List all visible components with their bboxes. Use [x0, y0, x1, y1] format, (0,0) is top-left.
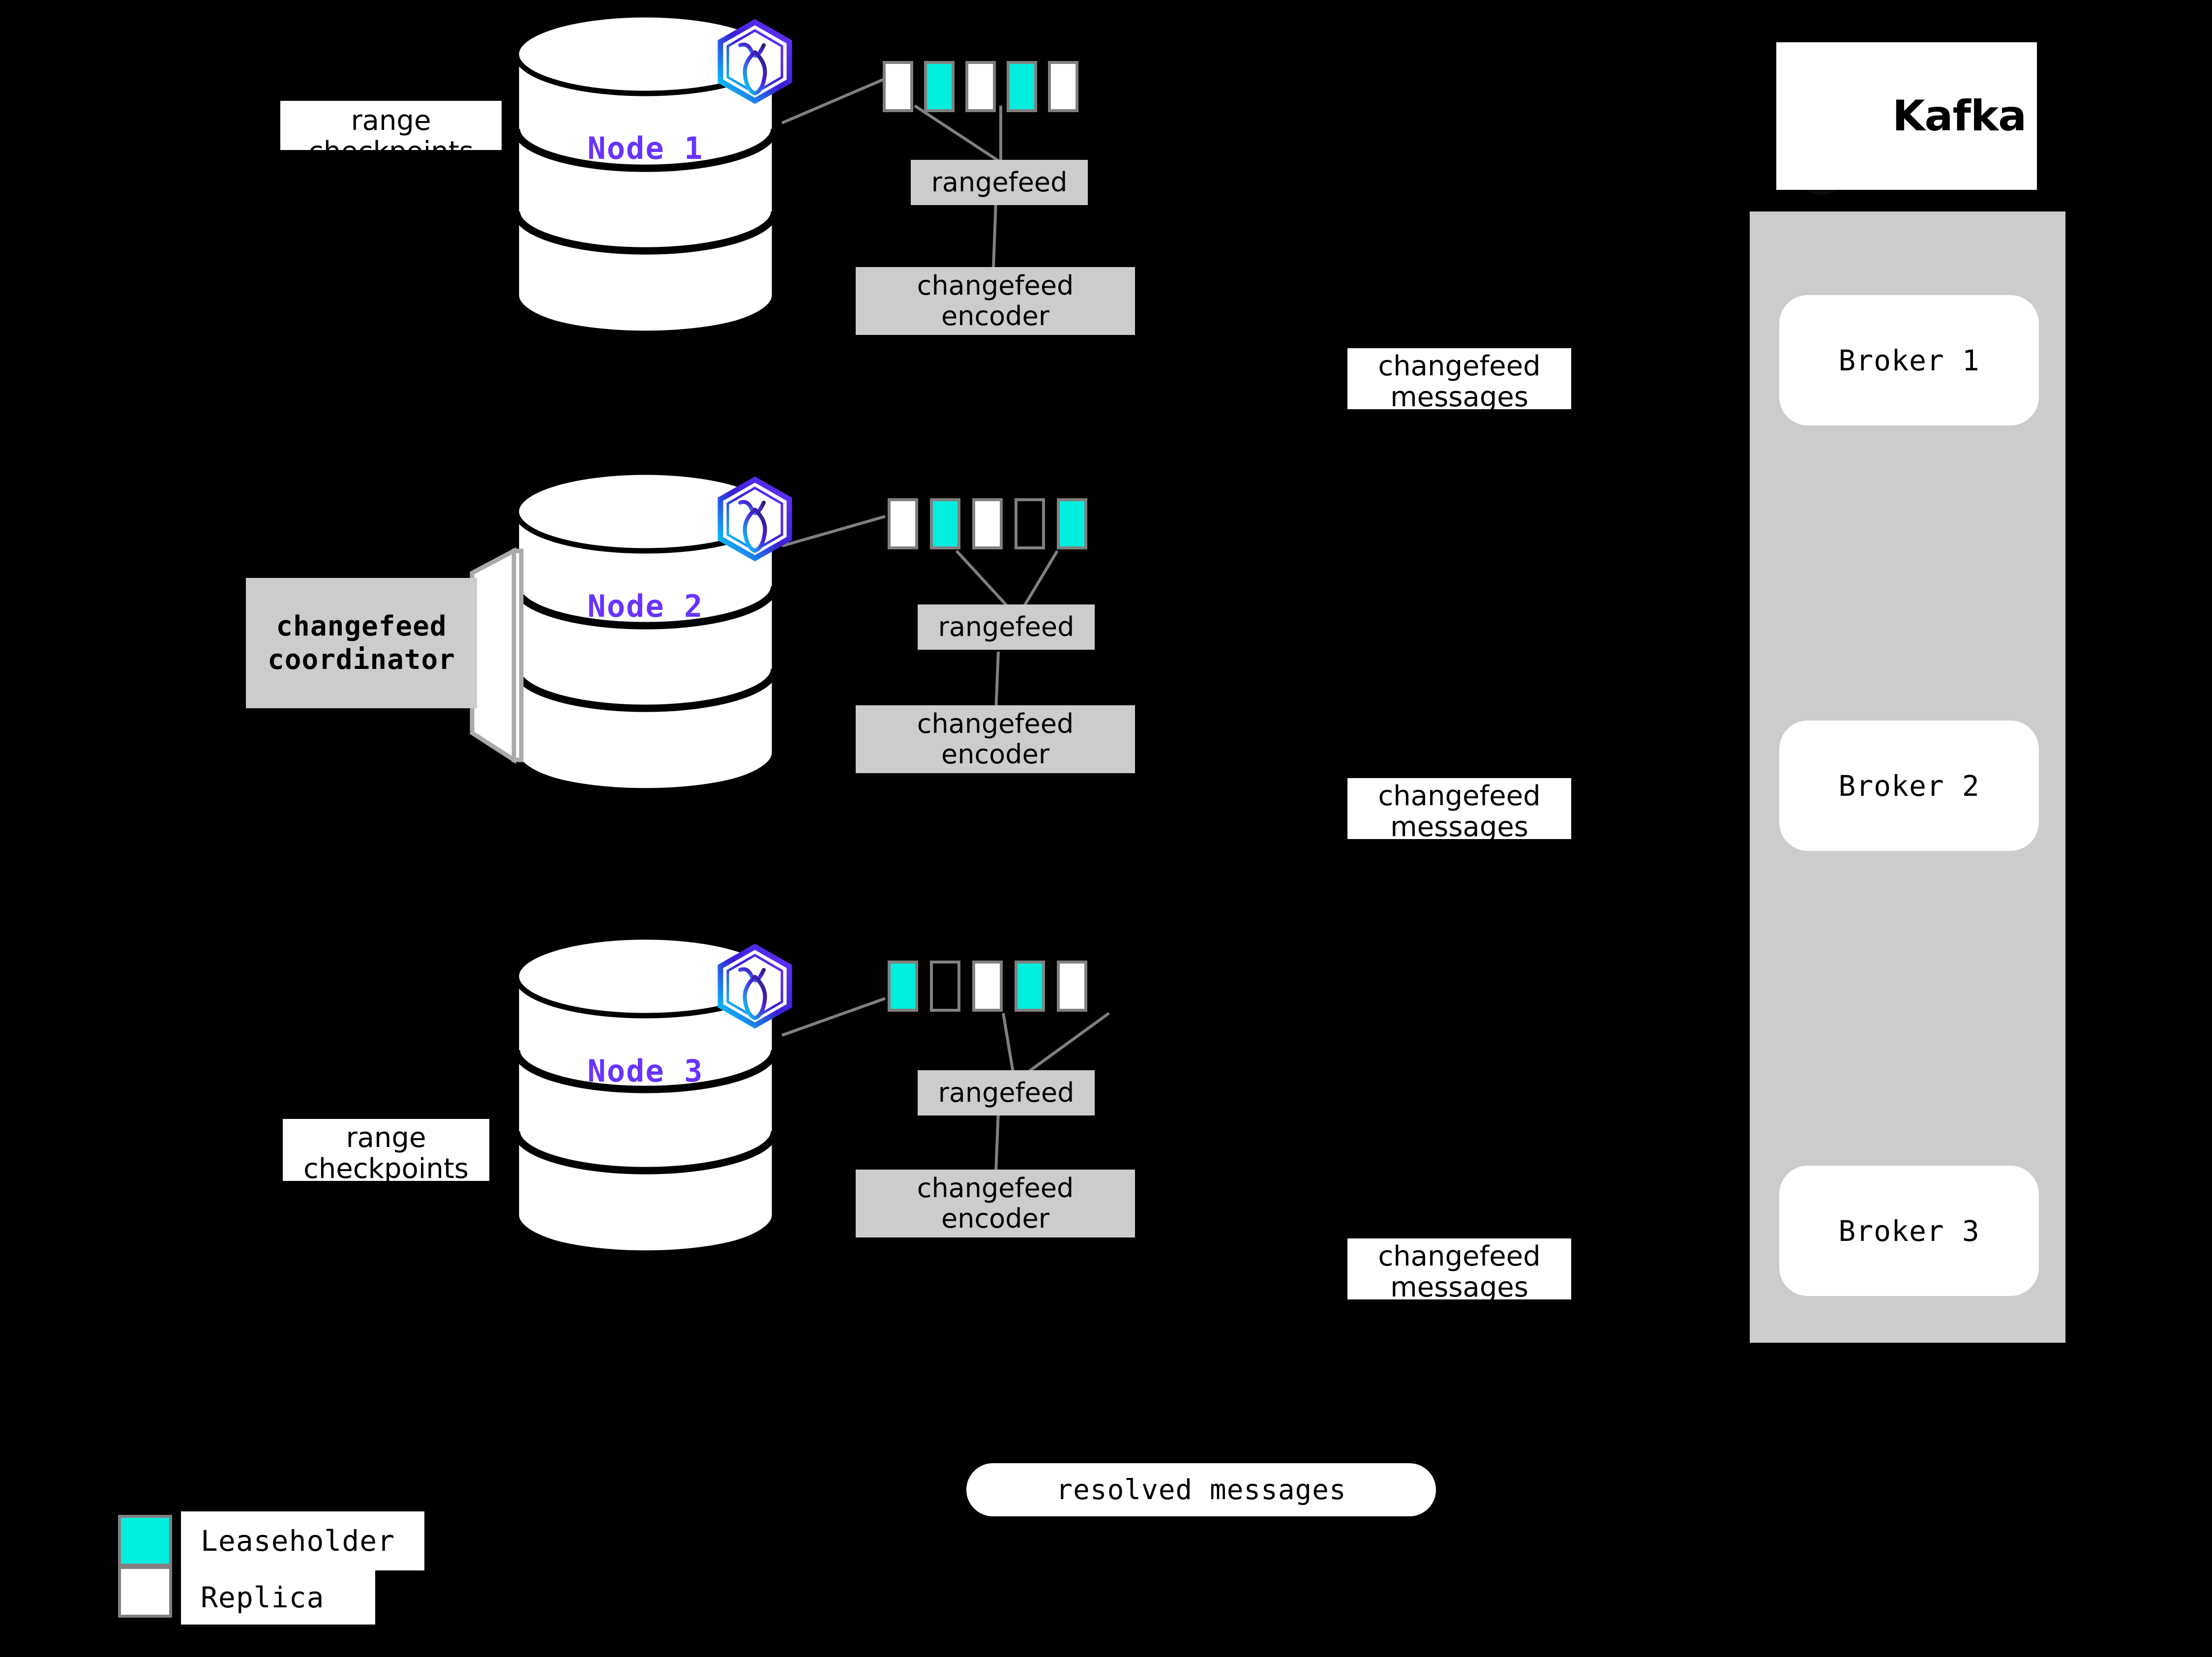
node-3-range-list	[888, 961, 1087, 1012]
range-box-replica[interactable]	[972, 498, 1003, 549]
range-box-replica[interactable]	[883, 61, 913, 112]
cockroachdb-hexagon-icon-node-2	[717, 476, 792, 562]
changefeed-coordinator-label: changefeed coordinator	[246, 578, 477, 708]
range-box-empty[interactable]	[930, 961, 960, 1012]
resolved-messages-label: resolved messages	[1056, 1474, 1346, 1506]
range-box-replica[interactable]	[972, 961, 1003, 1012]
node-1-changefeed-encoder-box[interactable]: changefeed encoder	[856, 267, 1135, 335]
node-1-cylinder	[512, 12, 778, 337]
changefeed-messages-label-3: changefeed messages	[1347, 1238, 1571, 1303]
range-box-leaseholder[interactable]	[930, 498, 960, 549]
node-3-label-wrap: Node 3	[516, 1053, 775, 1089]
range-box-replica[interactable]	[965, 61, 996, 112]
broker-1-label: Broker 1	[1838, 343, 1980, 377]
legend-label-replica: Replica	[181, 1570, 375, 1625]
range-box-leaseholder[interactable]	[1007, 61, 1037, 112]
range-box-leaseholder[interactable]	[888, 961, 918, 1012]
range-box-replica[interactable]	[888, 498, 918, 549]
range-box-replica[interactable]	[1057, 961, 1087, 1012]
range-box-replica[interactable]	[1048, 61, 1078, 112]
legend-label-leaseholder: Leaseholder	[181, 1511, 424, 1570]
node-2-label: Node 2	[587, 588, 704, 624]
legend-replica-text: Replica	[201, 1581, 325, 1614]
cockroachdb-hexagon-icon-node-3	[717, 943, 792, 1029]
node-3-label: Node 3	[587, 1053, 704, 1089]
range-box-leaseholder[interactable]	[924, 61, 955, 112]
broker-2-label: Broker 2	[1838, 769, 1980, 803]
cockroachdb-hexagon-icon-node-1	[717, 19, 792, 104]
node-3-range-checkpoints-label: range checkpoints	[283, 1119, 489, 1184]
node-1-label-wrap: Node 1	[516, 130, 775, 166]
node-1-label: Node 1	[587, 130, 704, 166]
changefeed-messages-label-1: changefeed messages	[1347, 348, 1571, 413]
resolved-messages-pill[interactable]: resolved messages	[966, 1463, 1436, 1516]
broker-2[interactable]: Broker 2	[1779, 721, 2039, 851]
node-1-rangefeed-box[interactable]: rangefeed	[911, 160, 1088, 205]
node-2-changefeed-encoder-box[interactable]: changefeed encoder	[856, 705, 1135, 773]
changefeed-messages-label-2: changefeed messages	[1347, 778, 1571, 843]
broker-3[interactable]: Broker 3	[1779, 1166, 2039, 1296]
node-2-range-list	[888, 498, 1087, 549]
range-box-leaseholder[interactable]	[1057, 498, 1087, 549]
coordinator-pointer	[470, 547, 524, 764]
range-box-leaseholder[interactable]	[1015, 961, 1045, 1012]
kafka-wordmark: Kafka	[1892, 91, 2027, 141]
node-2-cylinder	[512, 469, 778, 795]
range-box-empty[interactable]	[1015, 498, 1045, 549]
node-1-range-list	[883, 61, 1078, 112]
broker-1[interactable]: Broker 1	[1779, 295, 2039, 425]
node-3-rangefeed-box[interactable]: rangefeed	[918, 1070, 1095, 1115]
arrow-marker-right-1	[2065, 339, 2106, 368]
legend-leaseholder-text: Leaseholder	[201, 1524, 395, 1558]
legend-swatch-replica	[118, 1566, 172, 1618]
changefeed-coordinator-callout[interactable]: changefeed coordinator	[246, 578, 477, 708]
node-3-changefeed-encoder-box[interactable]: changefeed encoder	[856, 1170, 1135, 1237]
node-3-cylinder	[512, 934, 778, 1257]
node-1-range-checkpoints-label: range checkpoints	[280, 101, 502, 167]
broker-3-label: Broker 3	[1838, 1214, 1980, 1248]
kafka-broker-panel: Broker 1 Broker 2 Broker 3	[1750, 211, 2065, 1343]
kafka-logo-card: Kafka	[1776, 42, 2037, 190]
node-2-label-wrap: Node 2	[516, 588, 775, 624]
legend-swatch-leaseholder	[118, 1515, 172, 1567]
node-2-rangefeed-box[interactable]: rangefeed	[918, 604, 1095, 650]
